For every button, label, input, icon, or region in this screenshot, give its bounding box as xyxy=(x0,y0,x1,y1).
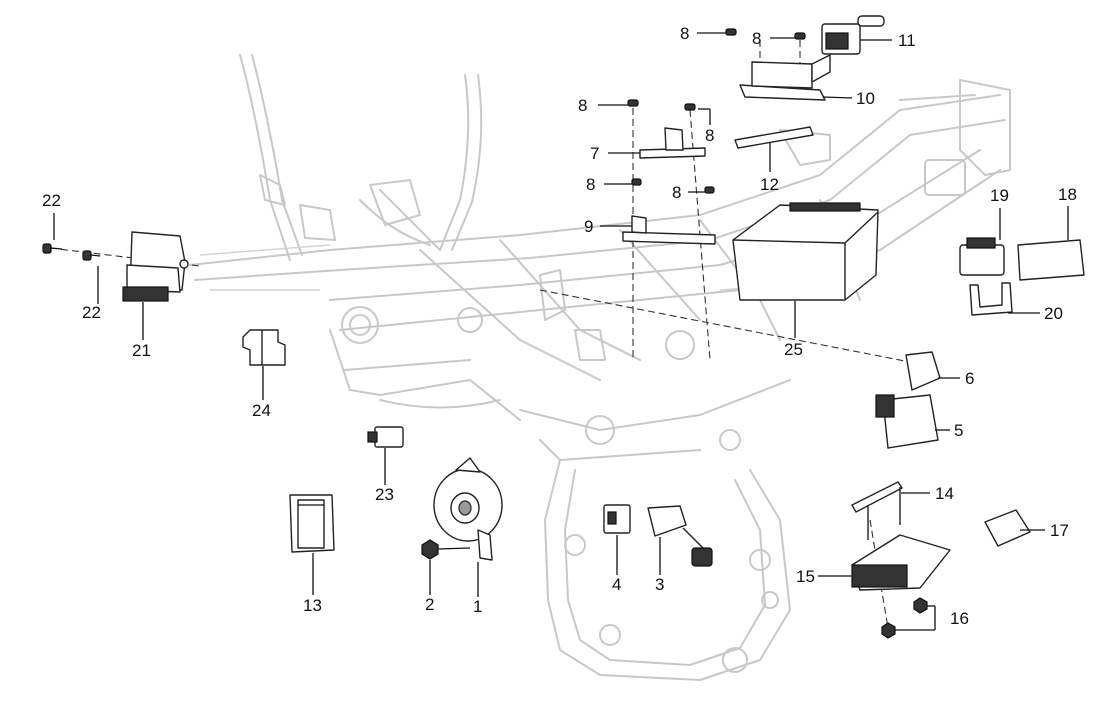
callout-19: 19 xyxy=(990,186,1009,205)
bracket-14-icon xyxy=(851,481,903,540)
bracket-9-icon xyxy=(622,215,716,245)
callout-22-top: 22 xyxy=(42,191,61,210)
callout-8-f: 8 xyxy=(752,29,761,48)
battery-25-icon xyxy=(732,202,879,301)
bracket-7-icon xyxy=(639,127,706,159)
callout-23: 23 xyxy=(375,485,394,504)
callout-3: 3 xyxy=(655,575,664,594)
nut-2-icon xyxy=(421,539,471,560)
ecu-15-icon xyxy=(851,534,951,591)
callout-18: 18 xyxy=(1058,185,1077,204)
callout-14: 14 xyxy=(935,484,954,503)
callout-7: 7 xyxy=(590,144,599,163)
callout-13: 13 xyxy=(303,596,322,615)
bracket-20-icon xyxy=(969,282,1013,316)
cover-13-icon xyxy=(289,494,335,553)
strap-12-icon xyxy=(734,126,814,149)
callout-17: 17 xyxy=(1050,521,1069,540)
callout-labels: 22 22 21 24 23 13 2 1 4 3 8 8 7 8 8 9 8 … xyxy=(42,24,1077,628)
relay-11-icon xyxy=(821,15,885,55)
callout-25: 25 xyxy=(784,340,803,359)
callout-6: 6 xyxy=(965,369,974,388)
callout-8-b: 8 xyxy=(705,126,714,145)
plate-10-icon xyxy=(739,54,831,101)
callout-8-d: 8 xyxy=(672,183,681,202)
callout-2: 2 xyxy=(425,595,434,614)
callout-8-c: 8 xyxy=(586,175,595,194)
callout-9: 9 xyxy=(584,217,593,236)
relay-19-icon xyxy=(959,237,1005,276)
callout-15: 15 xyxy=(796,567,815,586)
relay-6-icon xyxy=(905,351,941,391)
callout-8-e: 8 xyxy=(680,24,689,43)
callout-8-a: 8 xyxy=(578,96,587,115)
callout-12: 12 xyxy=(760,175,779,194)
motorcycle-frame xyxy=(189,54,1011,681)
horn-1-icon xyxy=(433,457,503,561)
block-24-icon xyxy=(242,329,286,366)
nut-16-icon xyxy=(881,597,928,639)
callout-16: 16 xyxy=(950,609,969,628)
block-18-icon xyxy=(1017,239,1085,281)
screw-8-icon xyxy=(627,28,806,194)
module-5-icon xyxy=(875,394,939,449)
callout-20: 20 xyxy=(1044,304,1063,323)
callout-5: 5 xyxy=(954,421,963,440)
sensor-3-icon xyxy=(647,505,713,567)
callout-21: 21 xyxy=(132,341,151,360)
callout-10: 10 xyxy=(856,89,875,108)
callout-24: 24 xyxy=(252,401,271,420)
switch-4-icon xyxy=(603,504,631,534)
connector-23-icon xyxy=(367,426,404,448)
module-21-icon xyxy=(122,231,189,302)
callout-1: 1 xyxy=(473,597,482,616)
callout-22-bottom: 22 xyxy=(82,303,101,322)
callout-4: 4 xyxy=(612,575,621,594)
leader-lines xyxy=(53,32,1069,631)
relay-17-icon xyxy=(984,509,1031,547)
screw-22-icon xyxy=(42,243,101,261)
callout-11: 11 xyxy=(898,31,916,50)
